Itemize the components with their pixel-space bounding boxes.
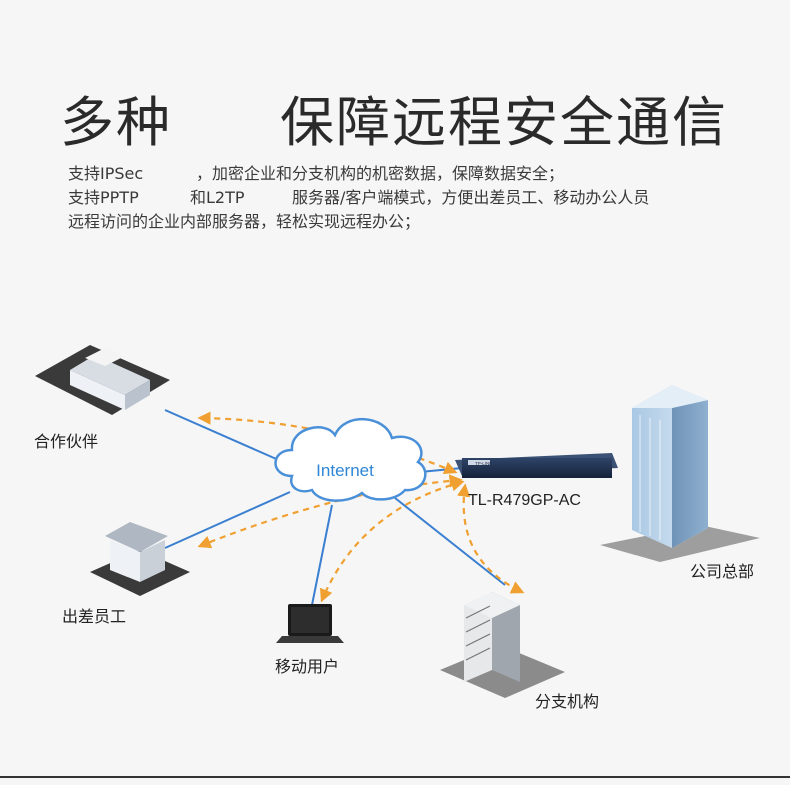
mobile-user-label: 移动用户 [275, 657, 340, 676]
server-client-mode-text: 服务器/客户端模式，方便出差员工、移动办公人员 [292, 188, 650, 207]
internet-label: Internet [316, 461, 374, 480]
partner-label: 合作伙伴 [34, 432, 99, 451]
ipsec-text: 支持IPSec [68, 164, 144, 183]
link-branch [394, 497, 506, 586]
headquarters-label: 公司总部 [690, 562, 755, 581]
pptp-text: 支持PPTP [68, 188, 139, 207]
description-line-1: 支持IPSec ，加密企业和分支机构的机密数据，保障数据安全； [68, 162, 748, 186]
description: 支持IPSec ，加密企业和分支机构的机密数据，保障数据安全； 支持PPTP 和… [68, 162, 748, 234]
branch-building-icon [440, 592, 565, 698]
vpn-network-diagram: Internet TP-LINK TL-R479GP-AC [0, 300, 790, 760]
bottom-divider [0, 776, 790, 778]
router-brand: TP-LINK [475, 461, 492, 466]
diagram-svg: Internet TP-LINK TL-R479GP-AC [35, 345, 760, 698]
tunnel-branch [457, 483, 525, 594]
headline: 多种 保障远程安全通信 [0, 78, 790, 154]
router-icon: TP-LINK [455, 453, 618, 478]
branch-label: 分支机构 [535, 692, 600, 711]
link-traveling-staff [164, 491, 291, 549]
internet-cloud-icon: Internet [274, 418, 427, 502]
link-mobile-user [311, 504, 333, 606]
headline-part1: 多种 [60, 91, 172, 154]
description-line-3: 远程访问的企业内部服务器，轻松实现远程办公； [68, 210, 748, 234]
partner-building-icon [35, 345, 170, 415]
router-model-label: TL-R479GP-AC [468, 492, 581, 509]
traveling-staff-label: 出差员工 [62, 607, 127, 626]
remote-office-text: 远程访问的企业内部服务器，轻松实现远程办公； [68, 212, 421, 231]
tunnel-mobile-user [320, 478, 465, 603]
traveling-staff-house-icon [90, 522, 190, 596]
headline-part2: 保障远程安全通信 [280, 91, 728, 154]
headquarters-building-icon [600, 385, 760, 562]
ipsec-detail-text: ，加密企业和分支机构的机密数据，保障数据安全； [196, 164, 565, 183]
description-line-2: 支持PPTP 和L2TP 服务器/客户端模式，方便出差员工、移动办公人员 [68, 186, 748, 210]
l2tp-text: 和L2TP [190, 188, 245, 207]
mobile-user-laptop-icon [276, 604, 344, 643]
